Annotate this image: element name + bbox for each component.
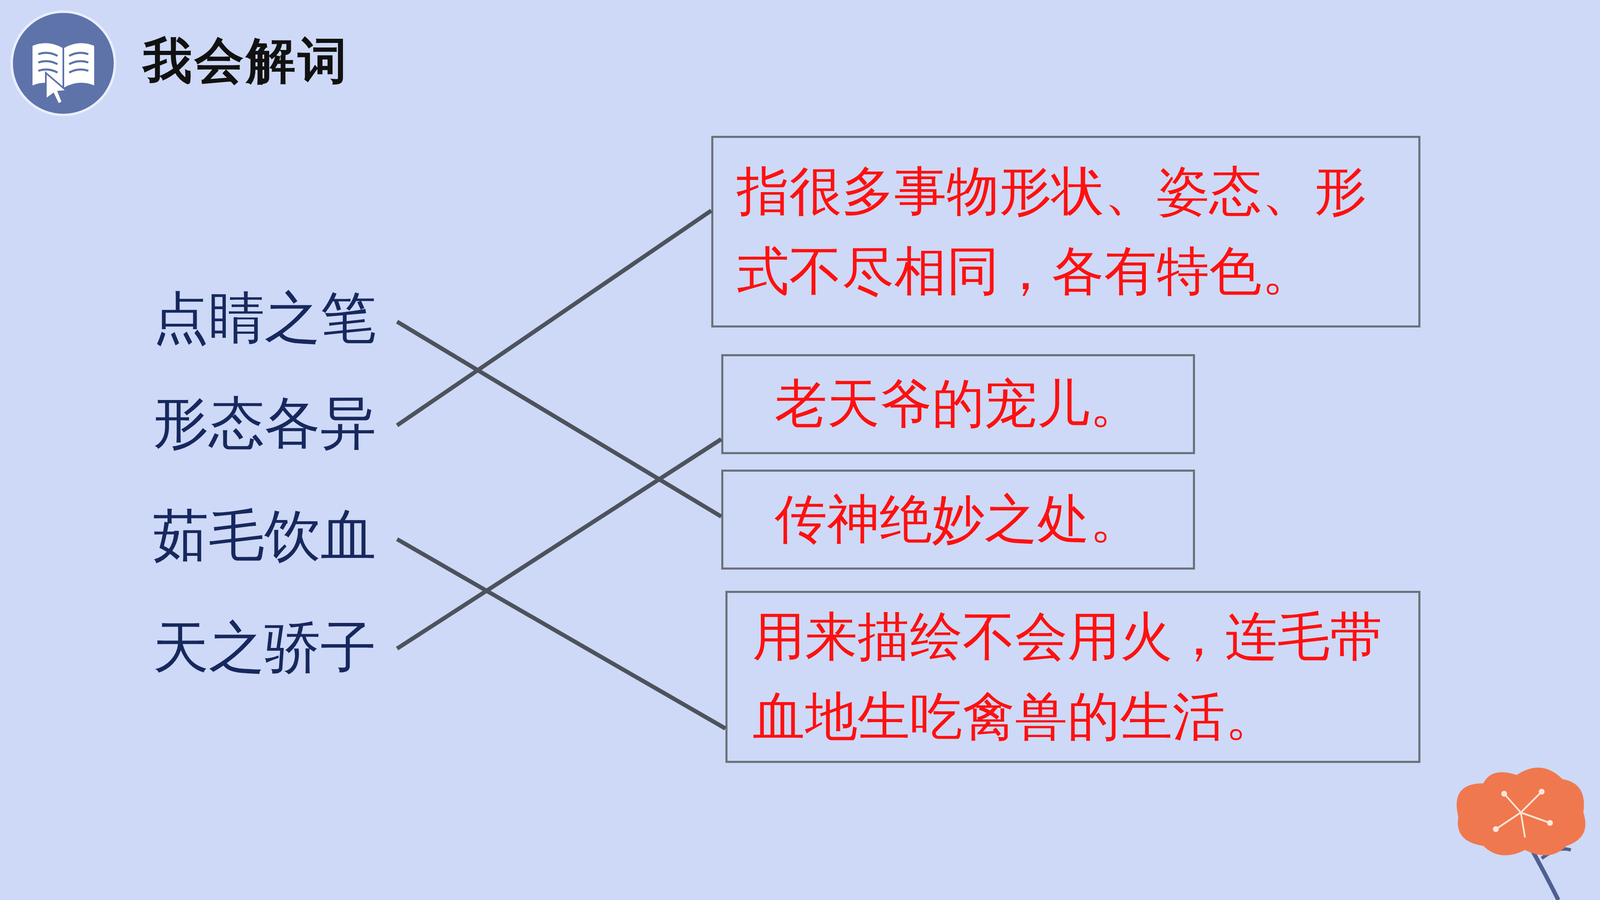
definition-text: 指很多事物形状、姿态、形式不尽相同，各有特色。 bbox=[736, 151, 1395, 312]
term-text: 形态各异 bbox=[152, 392, 377, 455]
definition-box: 用来描绘不会用火，连毛带血地生吃禽兽的生活。 bbox=[725, 590, 1421, 763]
matching-line bbox=[397, 321, 722, 517]
definition-text: 传神绝妙之处。 bbox=[731, 479, 1185, 560]
term-text: 天之骄子 bbox=[152, 617, 377, 679]
term-word: 形态各异 bbox=[152, 390, 398, 457]
definition-text: 老天爷的宠儿。 bbox=[731, 364, 1185, 445]
matching-line bbox=[397, 539, 726, 729]
term-text: 点睛之笔 bbox=[152, 287, 377, 350]
definition-box: 传神绝妙之处。 bbox=[721, 469, 1195, 570]
term-word: 茹毛饮血 bbox=[152, 502, 398, 570]
term-word: 点睛之笔 bbox=[152, 285, 398, 352]
definition-box: 老天爷的宠儿。 bbox=[721, 354, 1195, 455]
matching-line bbox=[397, 439, 722, 649]
term-word: 天之骄子 bbox=[152, 614, 398, 682]
definition-box: 指很多事物形状、姿态、形式不尽相同，各有特色。 bbox=[711, 135, 1421, 328]
term-text: 茹毛饮血 bbox=[152, 505, 377, 567]
matching-line bbox=[397, 210, 712, 425]
page-title: 我会解词 bbox=[142, 25, 350, 96]
book-icon bbox=[11, 11, 115, 115]
definition-text: 用来描绘不会用火，连毛带血地生吃禽兽的生活。 bbox=[752, 597, 1394, 757]
flower-ornament bbox=[1456, 767, 1586, 900]
